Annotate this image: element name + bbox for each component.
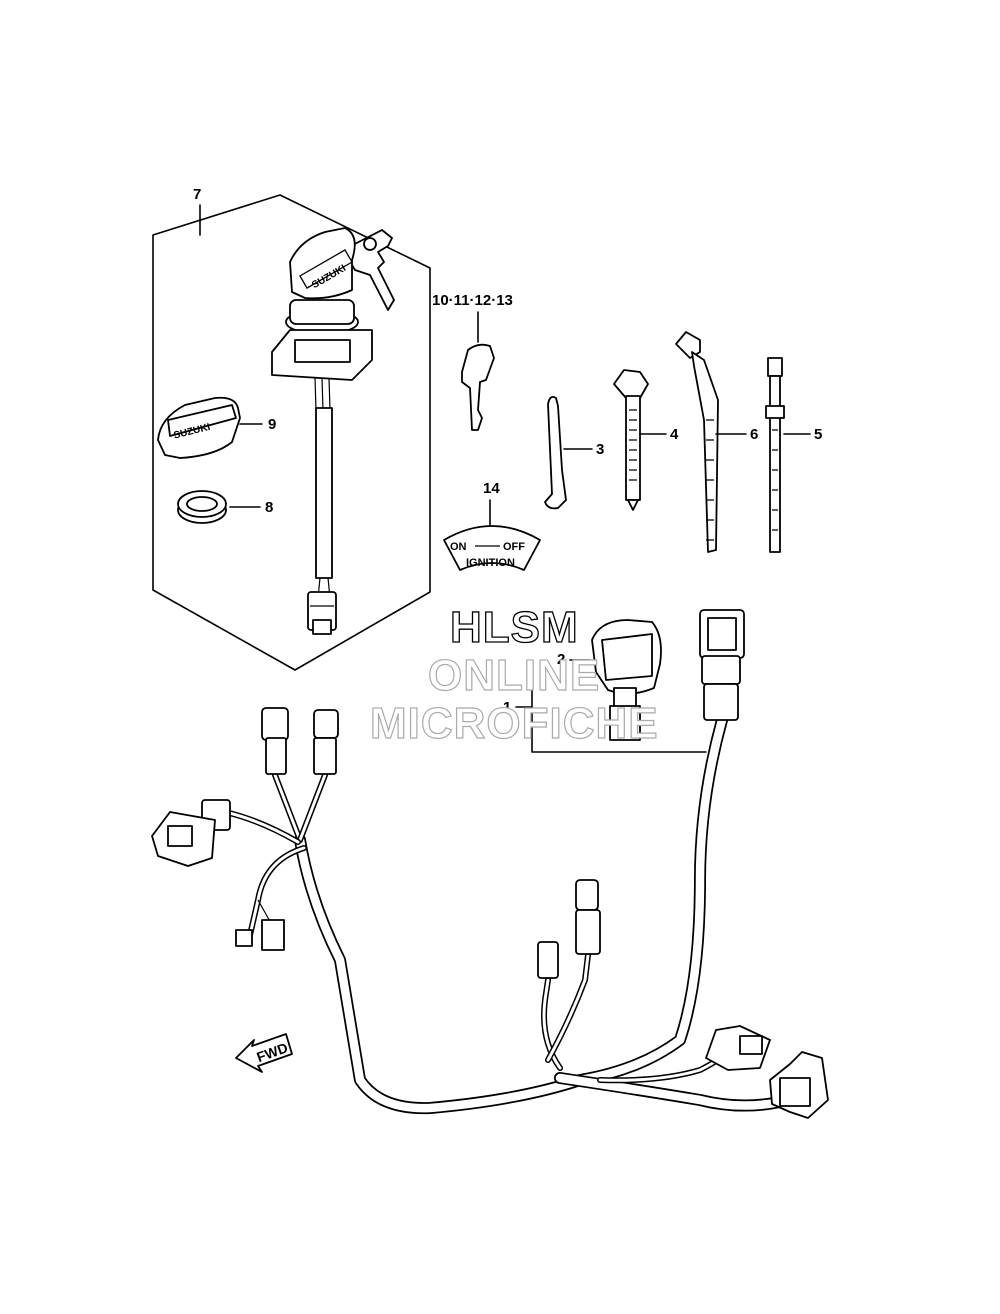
ignition-switch: SUZUKI <box>271 227 395 635</box>
callout-9: 9 <box>268 416 276 433</box>
callout-10-13: 10·11·12·13 <box>432 292 513 309</box>
watermark-line3: MICROFICHE <box>370 699 659 748</box>
callout-14: 14 <box>483 480 500 497</box>
cable-tie: 5 <box>765 357 822 553</box>
ignition-switch-box: 7 <box>152 186 431 671</box>
ignition-decal: 14 ON OFF IGNITION <box>443 480 541 571</box>
clip: 3 <box>544 395 604 510</box>
callout-1: 1 <box>503 699 511 716</box>
decal-off: OFF <box>503 541 525 553</box>
callout-3: 3 <box>596 441 604 458</box>
mount-tie: 4 <box>613 369 679 511</box>
connector-cap: 2 <box>557 619 662 741</box>
ring-nut: 8 <box>177 490 273 524</box>
callout-7: 7 <box>193 186 201 203</box>
cable-tie-long: 6 <box>675 331 758 553</box>
callout-6: 6 <box>750 426 758 443</box>
callout-5: 5 <box>814 426 822 443</box>
knob-cap: SUZUKI 9 <box>157 396 276 459</box>
callout-4: 4 <box>670 426 679 443</box>
decal-ignition: IGNITION <box>466 557 515 569</box>
callout-2: 2 <box>557 651 565 668</box>
watermark-line1: HLSM <box>450 603 579 652</box>
watermark-line2: ONLINE <box>428 651 600 700</box>
decal-on: ON <box>450 541 467 553</box>
callout-1-bracket: 1 <box>503 661 707 753</box>
ignition-key: 10·11·12·13 <box>432 292 513 431</box>
fwd-arrow: FWD <box>235 1033 293 1073</box>
watermark: HLSM ONLINE MICROFICHE <box>369 602 659 748</box>
wiring-harness <box>151 609 829 1119</box>
callout-8: 8 <box>265 499 273 516</box>
